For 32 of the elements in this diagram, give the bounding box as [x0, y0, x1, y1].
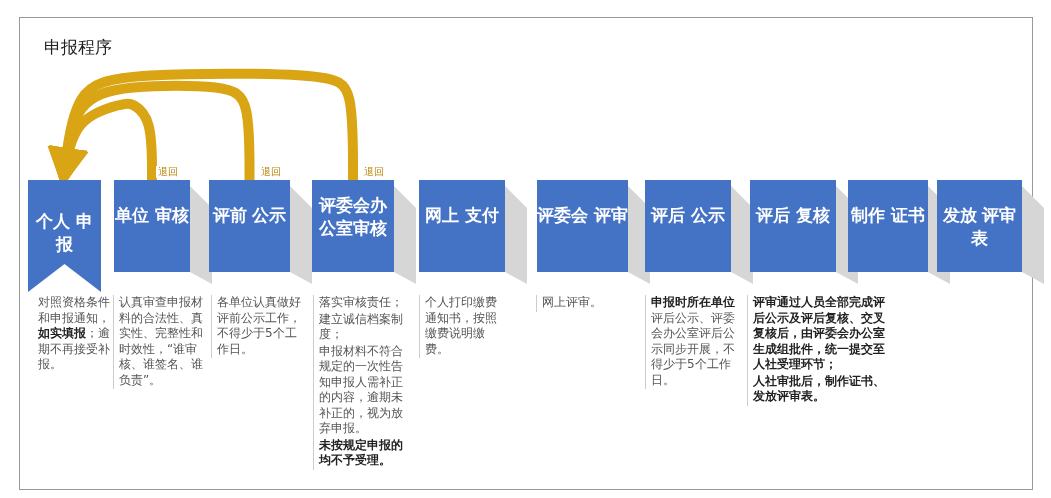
step-title: 评前 公示 [212, 204, 287, 227]
step-title: 制作 证书 [851, 204, 925, 227]
step-ribbon [28, 180, 101, 292]
diagram-title: 申报程序 [44, 36, 112, 59]
step-description: 申报时所在单位评后公示、评委会办公室评后公示同步开展，不得少于5个工作日。 [645, 295, 740, 389]
step-title: 发放 评审表 [941, 204, 1018, 250]
step-box [209, 180, 290, 272]
step-box [114, 180, 190, 272]
step-box [645, 180, 731, 272]
step-title: 单位 审核 [115, 204, 189, 227]
step-box [312, 180, 394, 272]
step-description: 对照资格条件和申报通知，如实填报；逾期不再接受补报。 [37, 295, 111, 373]
step-description: 个人打印缴费通知书，按照缴费说明缴费。 [419, 295, 503, 358]
step-description: 认真审查申报材料的合法性、真实性、完整性和时效性，“谁审核、谁签名、谁负责”。 [113, 295, 205, 389]
step-title: 评后 复核 [756, 204, 830, 227]
step-title: 个人 申报 [35, 210, 94, 256]
step-title: 评后 公示 [651, 204, 725, 227]
step-box [750, 180, 836, 272]
step-description: 评审通过人员全部完成评后公示及评后复核、交叉复核后，由评委会办公室生成组批件，统一提交至人社受理环节； 人社审批后，制作证书、发放评审表。 [747, 295, 887, 406]
step-box [537, 180, 628, 272]
edge-label: 退回 [259, 166, 283, 178]
step-title: 评委会 评审 [537, 204, 628, 227]
step-description: 各单位认真做好评前公示工作，不得少于5个工作日。 [211, 295, 305, 358]
step-title: 评委会办公室审核 [317, 194, 388, 240]
step-box [848, 180, 928, 272]
step-description: 网上评审。 [536, 295, 626, 312]
edge-label: 退回 [362, 166, 386, 178]
edge-label: 退回 [156, 166, 180, 178]
step-box [419, 180, 505, 272]
step-box [937, 180, 1022, 272]
step-description: 落实审核责任； 建立诚信档案制度； 申报材料不符合规定的一次性告知申报人需补正的内容，逾期未补正的，视为放弃申报。 未按规定申报的均不予受理。 [313, 295, 413, 470]
step-title: 网上 支付 [425, 204, 499, 227]
